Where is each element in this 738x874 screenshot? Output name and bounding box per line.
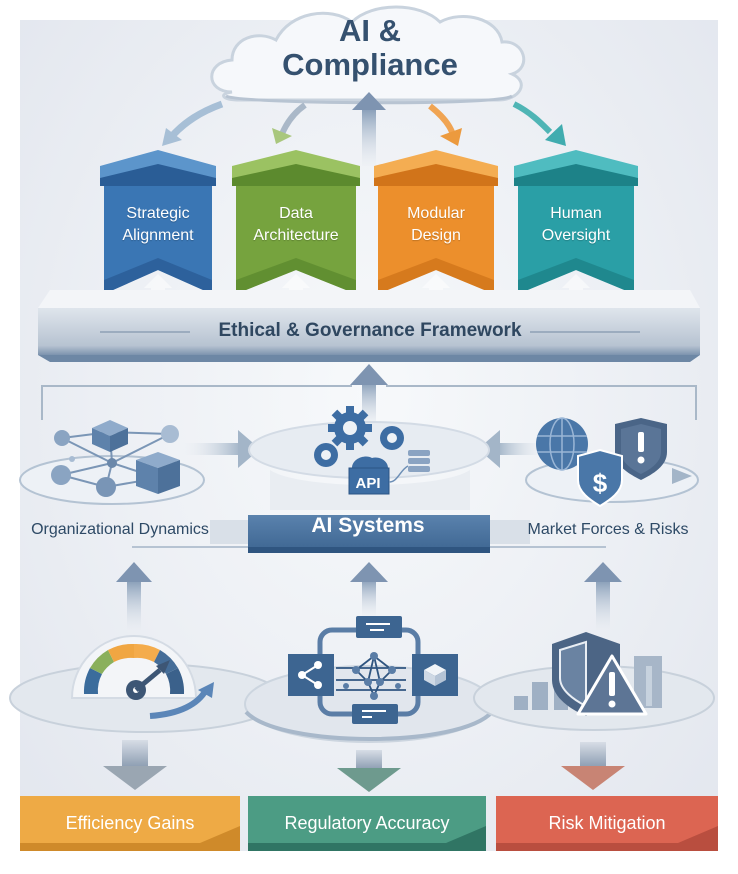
outcome-regulatory-accuracy: Regulatory Accuracy (284, 813, 450, 833)
pillar-label-strategic-alignment: Strategic Alignment (100, 203, 216, 247)
box-icon (412, 654, 458, 696)
ai-systems-bar (132, 515, 606, 553)
outcome-efficiency-gains: Efficiency Gains (65, 813, 195, 833)
warning-shield-icon (615, 418, 667, 480)
arrow-down-center (337, 750, 401, 792)
arrow-down-right (561, 742, 625, 790)
svg-text:$: $ (593, 468, 608, 498)
market-risk-icons: $ (525, 417, 699, 508)
gauge-icon (70, 635, 214, 719)
cloud-arrow-green (272, 102, 307, 144)
arrow-left-to-ai (180, 430, 260, 468)
pillar-label-line: Human (550, 205, 602, 222)
api-label: API (355, 475, 381, 492)
gears-icon (314, 406, 404, 467)
outcome-risk-mitigation: Risk Mitigation (548, 813, 666, 833)
risk-shield-icon (514, 632, 662, 716)
diagram-title: AI & Compliance (230, 14, 510, 82)
framework-label: Ethical & Governance Framework (218, 320, 522, 341)
pillar (100, 150, 216, 308)
framework-platform (38, 290, 700, 362)
database-icon (408, 450, 430, 472)
cloud-arrow-up (352, 92, 386, 166)
cloud-arrow-teal (512, 101, 566, 146)
organizational-dynamics-label: Organizational Dynamics (31, 521, 209, 538)
globe-icon (536, 417, 588, 471)
pillar-label-modular-design: Modular Design (374, 203, 498, 247)
pillar-label-line: Oversight (541, 227, 611, 244)
pillar-label-human-oversight: Human Oversight (514, 203, 638, 247)
pillar-label-data-architecture: Data Architecture (232, 203, 360, 247)
ai-systems-label: AI Systems (311, 514, 425, 537)
pillar-label-line: Design (411, 227, 461, 244)
title-line-2: Compliance (282, 47, 458, 82)
pillar-label-line: Data (279, 205, 313, 222)
arrow-up-left (116, 562, 152, 630)
market-forces-label: Market Forces & Risks (527, 521, 689, 538)
dollar-shield-icon: $ (577, 448, 623, 508)
pillar (374, 150, 498, 308)
pillar-label-line: Strategic (126, 205, 190, 222)
pillar-label-line: Architecture (253, 227, 339, 244)
share-icon (288, 654, 334, 696)
network-cubes-icon (19, 420, 205, 505)
outcome-box (496, 796, 718, 851)
cloud-arrow-orange (428, 103, 462, 146)
neural-network-icon (288, 616, 458, 724)
arrow-up-center (350, 562, 388, 616)
middle-frame (41, 385, 697, 420)
cube-large (136, 452, 180, 494)
outcome-box (20, 796, 240, 851)
arrow-down-left (103, 740, 167, 790)
pillar-label-line: Alignment (122, 227, 194, 244)
arrow-up-right (584, 562, 622, 630)
pillar-label-line: Modular (407, 205, 465, 222)
api-icon (348, 456, 409, 495)
cube-small (92, 420, 128, 452)
outcome-box (248, 796, 486, 851)
pillar (232, 150, 360, 308)
cloud-arrow-left (162, 100, 224, 146)
title-line-1: AI & (339, 13, 401, 48)
